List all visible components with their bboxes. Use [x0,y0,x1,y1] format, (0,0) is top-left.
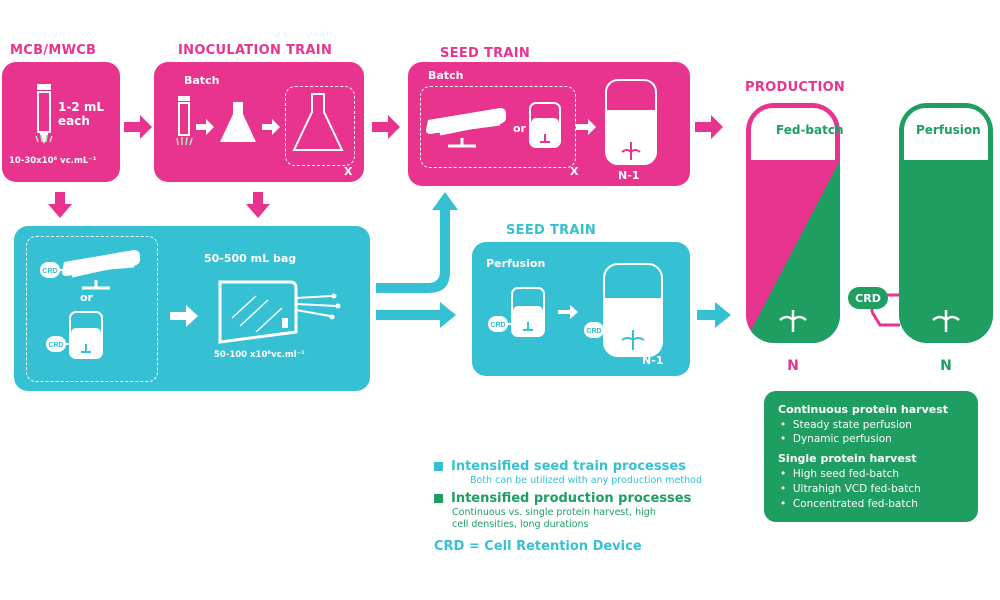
seed-batch-mode-label: Batch [428,69,464,82]
seed-train-bottom-title: SEED TRAIN [506,223,597,238]
inoculation-repeat-frame [285,86,355,166]
fed-batch-stage-label: N [787,358,799,374]
fed-batch-label: Fed-batch [776,123,844,137]
perfusion-vessel-icon [899,103,993,343]
arrow-seed-to-production [695,115,723,139]
arrow-inoculation-down [246,192,270,218]
seed-perfusion-stage-label: N-1 [642,354,664,367]
bag-wave-bioreactor-icon [62,250,140,290]
n1-bioreactor-icon [605,79,657,165]
mcb-box: 1-2 mL each 10-30x10⁶ vc.mL⁻¹ [2,62,120,182]
small-arrow-2 [262,119,280,135]
erlenmeyer-flask-large-icon [292,93,344,151]
crd-tag-perfusion-left-icon [488,316,512,332]
mcb-title: MCB/MWCB [10,43,97,58]
seed-batch-stage-label: N-1 [618,169,640,182]
bag-arrow [170,305,198,327]
arrow-bag-to-seed-batch [376,192,458,293]
small-arrow-1 [196,119,214,135]
mcb-density-text: 10-30x10⁶ vc.mL⁻¹ [9,156,97,166]
crd-production-text: CRD [855,292,881,305]
crd-tag-top-text: CRD [42,268,57,275]
continuous-harvest-title: Continuous protein harvest [778,403,949,416]
legend-production-title: Intensified production processes [451,491,692,506]
perfusion-label: Perfusion [916,123,981,137]
bag-small-bioreactor-icon [69,311,103,359]
crd-production-badge [848,287,888,309]
legend-seed-swatch [434,462,443,471]
legend-crd-definition: CRD = Cell Retention Device [434,539,642,554]
cyan-arrows [376,192,731,328]
cell-bag-icon [218,280,341,344]
bag-box: or 50-500 mL bag 50-100 x10⁶vc.ml⁻¹ [14,226,370,391]
arrow-mcb-to-inoculation [124,115,152,139]
crd-tag-bottom-icon [46,336,70,352]
legend-seed-subtitle: Both can be utilized with any production… [470,475,702,486]
bag-label: 50-500 mL bag [204,252,297,265]
inoculation-mode-label: Batch [184,74,220,87]
crd-tag-perfusion-right-text: CRD [586,328,601,335]
crd-tag-bottom-text: CRD [48,342,63,349]
inoculation-vial-icon [176,96,193,146]
crd-tag-perfusion-left-text: CRD [490,322,505,329]
arrow-bag-to-seed-perfusion [376,302,456,328]
single-harvest-title: Single protein harvest [778,452,917,465]
perfusion-stage-label: N [940,358,952,374]
production-title: PRODUCTION [745,80,846,95]
bag-or-text: or [80,291,93,304]
continuous-item-1: • Steady state perfusion [780,419,912,431]
cryovial-icon [35,84,53,145]
erlenmeyer-flask-icon [220,102,256,142]
bag-density-text: 50-100 x10⁶vc.ml⁻¹ [214,350,305,360]
seed-batch-repeat-frame [420,86,576,168]
pink-arrows [48,115,723,218]
bag-options-frame [26,236,158,382]
arrow-inoculation-to-seed [372,115,400,139]
single-item-2: • Ultrahigh VCD fed-batch [780,483,921,495]
inoculation-repeat-label: X [344,165,353,178]
legend-seed-title: Intensified seed train processes [451,459,686,474]
single-item-3: • Concentrated fed-batch [780,498,918,510]
seed-batch-or-text: or [513,122,526,135]
harvest-box: Continuous protein harvest • Steady stat… [764,391,978,522]
arrow-seed-perfusion-to-production [697,302,731,328]
seed-perfusion-mode-label: Perfusion [486,257,546,270]
wave-bioreactor-icon [426,108,506,148]
small-arrow-3 [576,119,596,135]
continuous-item-2: • Dynamic perfusion [780,433,892,445]
crd-tag-perfusion-right-icon [584,322,604,338]
seed-batch-repeat-label: X [570,165,579,178]
fed-batch-vessel-icon [746,103,840,343]
arrow-mcb-down [48,192,72,218]
perfusion-small-bioreactor-icon [511,287,545,337]
legend-production-swatch [434,494,443,503]
seed-train-top-title: SEED TRAIN [440,46,531,61]
legend-production-subtitle: Continuous vs. single protein harvest, h… [452,507,656,530]
small-bioreactor-icon [529,102,561,148]
mcb-volume-text: 1-2 mL each [58,100,105,128]
perfusion-n1-bioreactor-icon [603,263,663,357]
inoculation-train-title: INOCULATION TRAIN [178,43,333,58]
single-item-1: • High seed fed-batch [780,468,899,480]
perfusion-small-arrow [558,305,578,319]
crd-tag-top-icon [40,262,64,278]
